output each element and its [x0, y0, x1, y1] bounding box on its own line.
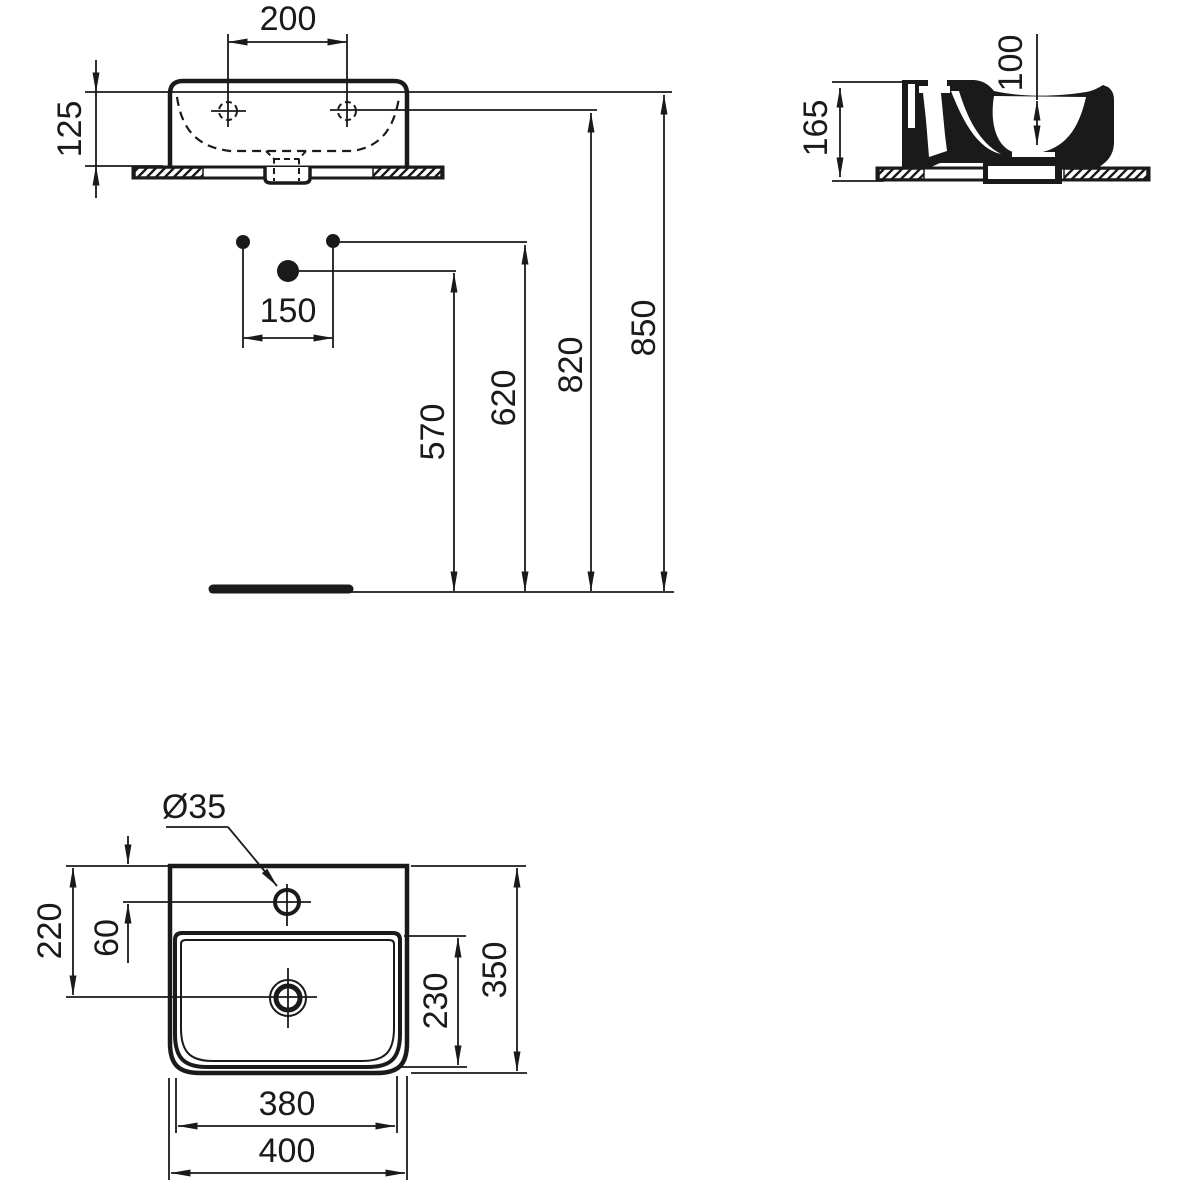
- dim-label-overall-height: 165: [797, 100, 835, 157]
- dim-supply-height: 620: [485, 244, 529, 592]
- hatch-left: [134, 167, 204, 178]
- basin-front-outline: [167, 78, 410, 167]
- trap-opening: [988, 166, 1055, 179]
- dim-overall-height: 165: [797, 81, 906, 182]
- dim-overall-depth: 350: [411, 865, 527, 1074]
- hatch-right: [372, 167, 442, 178]
- dim-tap-hole-height: 820: [552, 112, 595, 592]
- dim-fixing-spacing: 150: [242, 292, 334, 342]
- dim-tap-hole-spacing: 200: [227, 0, 348, 46]
- plan-view: Ø35 220 60 230 350: [31, 788, 527, 1180]
- dim-label-hole-diameter: Ø35: [162, 788, 226, 826]
- dim-label-fixing-spacing: 150: [260, 292, 317, 330]
- dim-hole-diameter: Ø35: [162, 788, 278, 887]
- dim-label-tap-hole-height: 820: [552, 337, 590, 394]
- dim-label-bowl-depth: 100: [992, 35, 1030, 92]
- side-view: 165 100: [797, 34, 1151, 184]
- fixing-dot-left: [236, 235, 250, 249]
- dim-bowl-depth: 100: [992, 34, 1041, 146]
- dim-label-bowl-inner-width: 380: [259, 1085, 316, 1123]
- plan-outer-outline: [167, 863, 410, 1076]
- fixing-channel: [919, 86, 950, 157]
- dim-label-edge-to-hole: 60: [88, 919, 126, 957]
- dim-overall-width: 400: [168, 1076, 408, 1180]
- wall-bracket-front: [131, 165, 445, 185]
- rim-notch: [928, 80, 947, 86]
- dim-label-ledge-height: 125: [51, 101, 89, 158]
- dim-label-tap-hole-spacing: 200: [260, 0, 317, 38]
- dim-label-overall-depth: 350: [476, 942, 514, 999]
- dim-label-overall-width: 400: [259, 1132, 316, 1170]
- dim-rim-height: 850: [625, 94, 668, 592]
- overflow-gap: [951, 91, 1001, 154]
- bowl-hidden-line: [175, 96, 401, 153]
- dim-label-rim-height: 850: [625, 300, 663, 357]
- dim-outlet-height: 570: [414, 272, 458, 592]
- drain-plan: [66, 968, 317, 1028]
- dim-bowl-inner-width: 380: [175, 1076, 398, 1133]
- outlet-flange-gap: [1012, 152, 1055, 157]
- back-slot: [908, 84, 915, 128]
- drain-boss: [263, 167, 312, 185]
- outlet-dot: [277, 260, 299, 282]
- dim-label-supply-height: 620: [485, 370, 523, 427]
- bowl-rim-inner: [180, 939, 395, 1062]
- dim-ledge-height: 125: [51, 60, 163, 198]
- dim-label-bowl-inner-depth: 230: [417, 973, 455, 1030]
- front-view: 200 125 150: [51, 0, 674, 594]
- fixing-dot-right: [326, 234, 340, 248]
- dim-label-outlet-height: 570: [414, 404, 452, 461]
- dim-edge-to-hole: 60: [88, 836, 132, 963]
- dim-label-edge-to-drain: 220: [31, 903, 69, 960]
- dim-bowl-inner-depth: 230: [398, 935, 467, 1068]
- dim-edge-to-drain: 220: [31, 865, 170, 996]
